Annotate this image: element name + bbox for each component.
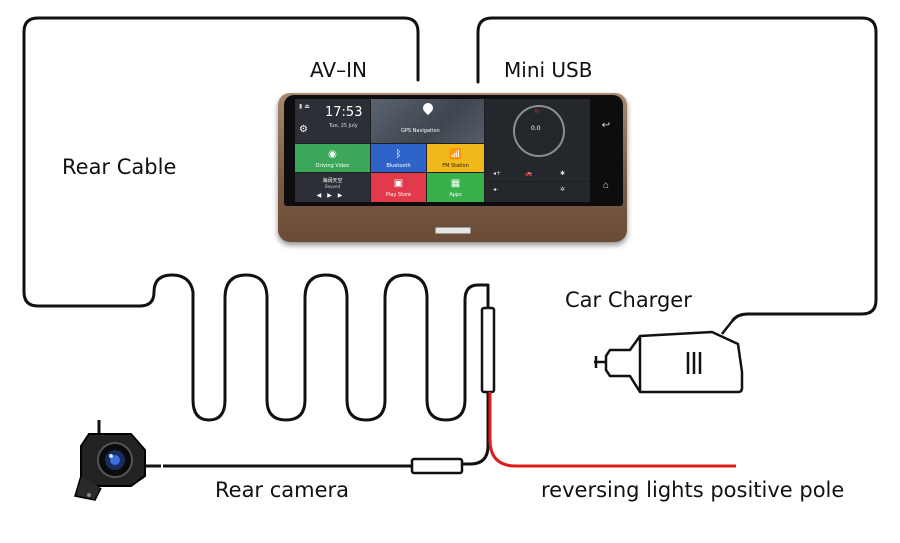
fm-icon: 📶 — [449, 149, 462, 160]
device-screen: ▮ ⏏ 17:53 Tue, 25 July ⚙ GPS Navigation … — [295, 99, 590, 202]
side-keys: ↩ ⌂ — [593, 105, 619, 197]
fm-station-label: FM Station — [442, 163, 469, 169]
positive-wire — [488, 392, 736, 468]
mini-usb-cable-line — [476, 16, 878, 322]
control-strip: ◂+ 🚗 ✱ ◂- ✲ — [485, 170, 590, 202]
compass-tile: N 0.0 — [485, 99, 590, 181]
apps-tile[interactable]: ▦ Apps — [427, 173, 484, 202]
driving-video-label: Driving Video — [315, 163, 350, 169]
mini-usb-label: Mini USB — [504, 58, 593, 82]
rear-cable-label: Rear Cable — [62, 155, 177, 179]
rear-camera-label: Rear camera — [215, 478, 350, 502]
av-in-label: AV–IN — [310, 58, 367, 82]
gear-icon[interactable]: ⚙ — [299, 124, 308, 135]
brightness-down-icon[interactable]: ✲ — [560, 186, 566, 193]
bluetooth-icon: ᛒ — [395, 149, 402, 160]
clock-tile: ▮ ⏏ 17:53 Tue, 25 July ⚙ — [295, 99, 370, 143]
song-artist: Beyond — [324, 184, 341, 189]
volume-icon[interactable]: ◂+ — [493, 170, 502, 177]
home-button[interactable] — [435, 227, 471, 234]
reversing-lights-label: reversing lights positive pole — [541, 478, 845, 502]
play-store-tile[interactable]: ▣ Play Store — [371, 173, 426, 202]
compass-ring — [513, 105, 565, 157]
compass-north: N — [535, 109, 539, 115]
driving-video-tile[interactable]: ◉ Driving Video — [295, 144, 370, 172]
playback-controls-icon[interactable]: ◀▶▶ — [316, 192, 349, 199]
play-store-label: Play Store — [385, 192, 412, 198]
fm-station-tile[interactable]: 📶 FM Station — [427, 144, 484, 172]
gps-label: GPS Navigation — [401, 128, 440, 134]
camera-junction — [410, 457, 464, 475]
car-charger-label: Car Charger — [565, 288, 692, 312]
car-icon[interactable]: 🚗 — [525, 170, 533, 177]
compass-value: 0.0 — [531, 125, 541, 132]
brightness-icon[interactable]: ✱ — [560, 170, 566, 177]
back-icon[interactable]: ↩ — [601, 120, 611, 131]
car-charger-plug — [594, 319, 744, 394]
connector-split-black — [462, 392, 490, 466]
store-icon: ▣ — [393, 178, 404, 189]
rear-camera — [74, 420, 161, 501]
gps-tile[interactable]: GPS Navigation — [371, 99, 484, 143]
music-tile[interactable]: 海阔天空 Beyond ◀▶▶ — [295, 173, 370, 202]
camera-icon: ◉ — [328, 149, 337, 160]
gps-pin-icon — [420, 100, 436, 116]
bluetooth-tile[interactable]: ᛒ Bluetooth — [371, 144, 426, 172]
song-title: 海阔天空 — [322, 178, 343, 184]
inline-connector — [480, 306, 496, 394]
device-bezel: ▮ ⏏ 17:53 Tue, 25 July ⚙ GPS Navigation … — [284, 95, 623, 206]
clock-date: Tue, 25 July — [329, 123, 358, 129]
bluetooth-label: Bluetooth — [386, 163, 411, 169]
clock-time: 17:53 — [325, 105, 363, 120]
home-icon[interactable]: ⌂ — [602, 180, 610, 191]
apps-icon: ▦ — [450, 178, 461, 189]
apps-label: Apps — [449, 192, 462, 198]
dashboard-recorder-device: ▮ ⏏ 17:53 Tue, 25 July ⚙ GPS Navigation … — [278, 93, 627, 242]
rear-cable-line — [22, 16, 490, 422]
volume-down-icon[interactable]: ◂- — [493, 186, 499, 193]
status-icons: ▮ ⏏ — [299, 103, 310, 110]
